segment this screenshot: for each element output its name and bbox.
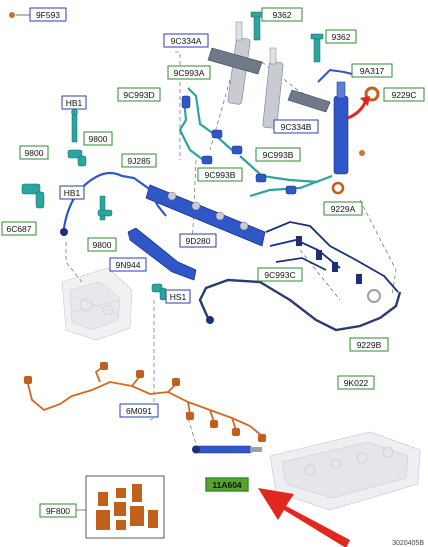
label-9c334b[interactable]: 9C334B xyxy=(273,119,319,134)
label-9c334a-text: 9C334A xyxy=(171,36,202,46)
label-9c993c[interactable]: 9C993C xyxy=(257,267,303,282)
label-9800-b-text: 9800 xyxy=(25,148,44,158)
label-9229b-text: 9229B xyxy=(357,340,382,350)
label-9f800[interactable]: 9F800 xyxy=(39,503,77,518)
harness-plug-icon xyxy=(60,228,68,236)
sensor-9800-a xyxy=(67,149,87,167)
seal-9229C-icon xyxy=(364,86,380,102)
label-9c334b-text: 9C334B xyxy=(281,122,312,132)
return-line xyxy=(317,68,353,83)
bolt-icon-top xyxy=(250,11,264,41)
label-9229c-text: 9229C xyxy=(391,90,416,100)
seal-9229A-icon xyxy=(331,181,345,195)
label-9k022[interactable]: 9K022 xyxy=(337,375,375,390)
label-9a317-text: 9A317 xyxy=(360,66,385,76)
label-9229c[interactable]: 9229C xyxy=(383,87,425,102)
label-9j285[interactable]: 9J285 xyxy=(121,153,157,168)
highlight-arrow-icon xyxy=(258,488,350,547)
injector-clamp-a xyxy=(207,47,263,75)
label-11a604-text: 11A604 xyxy=(212,480,242,490)
harness-6M091-plugs xyxy=(24,362,266,442)
label-9229a[interactable]: 9229A xyxy=(323,201,363,216)
label-hs1-text: HS1 xyxy=(170,292,187,302)
label-9c993b-a[interactable]: 9C993B xyxy=(255,147,301,162)
engine-block-illustration xyxy=(61,267,133,341)
label-9f800-text: 9F800 xyxy=(46,506,70,516)
label-9800-c[interactable]: 9800 xyxy=(87,237,117,252)
label-9F593[interactable]: 9F593 xyxy=(29,7,67,22)
cylinder-head-illustration xyxy=(269,431,421,511)
sensor-HS1 xyxy=(151,283,167,301)
label-9a317[interactable]: 9A317 xyxy=(351,63,393,78)
label-6m091-text: 6M091 xyxy=(126,406,152,416)
label-9n944-text: 9N944 xyxy=(115,260,140,270)
label-9d280-text: 9D280 xyxy=(185,236,210,246)
arrow-9229C-head-icon xyxy=(360,96,370,106)
label-9800-b[interactable]: 9800 xyxy=(19,145,49,160)
wiring-connectors xyxy=(296,236,362,284)
label-9c993b-a-text: 9C993B xyxy=(263,150,294,160)
label-9c993c-text: 9C993C xyxy=(264,270,295,280)
label-6m091[interactable]: 6M091 xyxy=(119,403,159,418)
label-9d280[interactable]: 9D280 xyxy=(179,233,217,248)
bolt-icon-mid xyxy=(310,33,324,63)
pipe-9K022 xyxy=(198,278,402,332)
seal-dot-icon xyxy=(359,150,365,156)
harness-9J285 xyxy=(62,171,167,229)
label-9362-mid[interactable]: 9362 xyxy=(325,29,357,44)
label-9362-top-text: 9362 xyxy=(273,10,292,20)
injector-1 xyxy=(227,21,251,105)
seal-9229B-icon xyxy=(367,289,381,303)
label-hb1-mid[interactable]: HB1 xyxy=(59,185,85,200)
injector-3 xyxy=(333,81,349,175)
injector-2 xyxy=(262,47,284,129)
label-9800-c-text: 9800 xyxy=(93,240,112,250)
label-9c993b-b-text: 9C993B xyxy=(205,170,236,180)
injector-clamp-b xyxy=(287,89,331,113)
wiring-9C993C xyxy=(265,221,399,293)
label-9c993b-b[interactable]: 9C993B xyxy=(197,167,243,182)
harness-6M091 xyxy=(27,365,263,437)
label-hs1[interactable]: HS1 xyxy=(165,289,191,304)
fuel-rail xyxy=(145,184,266,247)
label-9n944[interactable]: 9N944 xyxy=(109,257,147,272)
glow-plug xyxy=(192,445,262,454)
label-6c687-text: 6C687 xyxy=(6,224,31,234)
sensor-6C687 xyxy=(21,183,45,209)
label-9229a-text: 9229A xyxy=(331,204,356,214)
label-9k022-text: 9K022 xyxy=(344,378,369,388)
pipe-end-icon xyxy=(206,316,214,324)
fuel-line-fittings xyxy=(181,95,297,195)
label-9c993d-text: 9C993D xyxy=(123,90,154,100)
label-9c993a[interactable]: 9C993A xyxy=(167,65,211,80)
label-9362-top[interactable]: 9362 xyxy=(261,7,303,22)
label-6c687[interactable]: 6C687 xyxy=(1,221,37,236)
footer-code: 3020405B xyxy=(392,540,424,547)
label-9800-a[interactable]: 9800 xyxy=(83,131,113,146)
bracket-9N944 xyxy=(127,227,197,281)
label-9362-mid-text: 9362 xyxy=(332,32,351,42)
label-9j285-text: 9J285 xyxy=(127,156,150,166)
sensor-HB1-top xyxy=(71,108,78,143)
fuel-lines-teal xyxy=(178,87,333,198)
label-9229b[interactable]: 9229B xyxy=(349,337,389,352)
kit-9F800-box xyxy=(85,475,165,539)
label-9c993d[interactable]: 9C993D xyxy=(117,87,161,102)
arrow-9229C-icon xyxy=(347,99,368,120)
label-11a604[interactable]: 11A604 xyxy=(205,477,249,492)
label-9800-a-text: 9800 xyxy=(89,134,108,144)
label-9F593-text: 9F593 xyxy=(36,10,60,20)
part-labels: 9362 9C334A 9362 9C993A 9A317 9229C 9C993D HB1 9… xyxy=(1,7,425,518)
label-hb1-top[interactable]: HB1 xyxy=(61,95,87,110)
label-hb1-top-text: HB1 xyxy=(66,98,83,108)
label-9c334a[interactable]: 9C334A xyxy=(163,33,209,48)
label-9c993a-text: 9C993A xyxy=(174,68,205,78)
legend-dot-icon xyxy=(9,12,15,18)
label-hb1-mid-text: HB1 xyxy=(64,188,81,198)
sensor-HB1-mid xyxy=(97,195,113,221)
